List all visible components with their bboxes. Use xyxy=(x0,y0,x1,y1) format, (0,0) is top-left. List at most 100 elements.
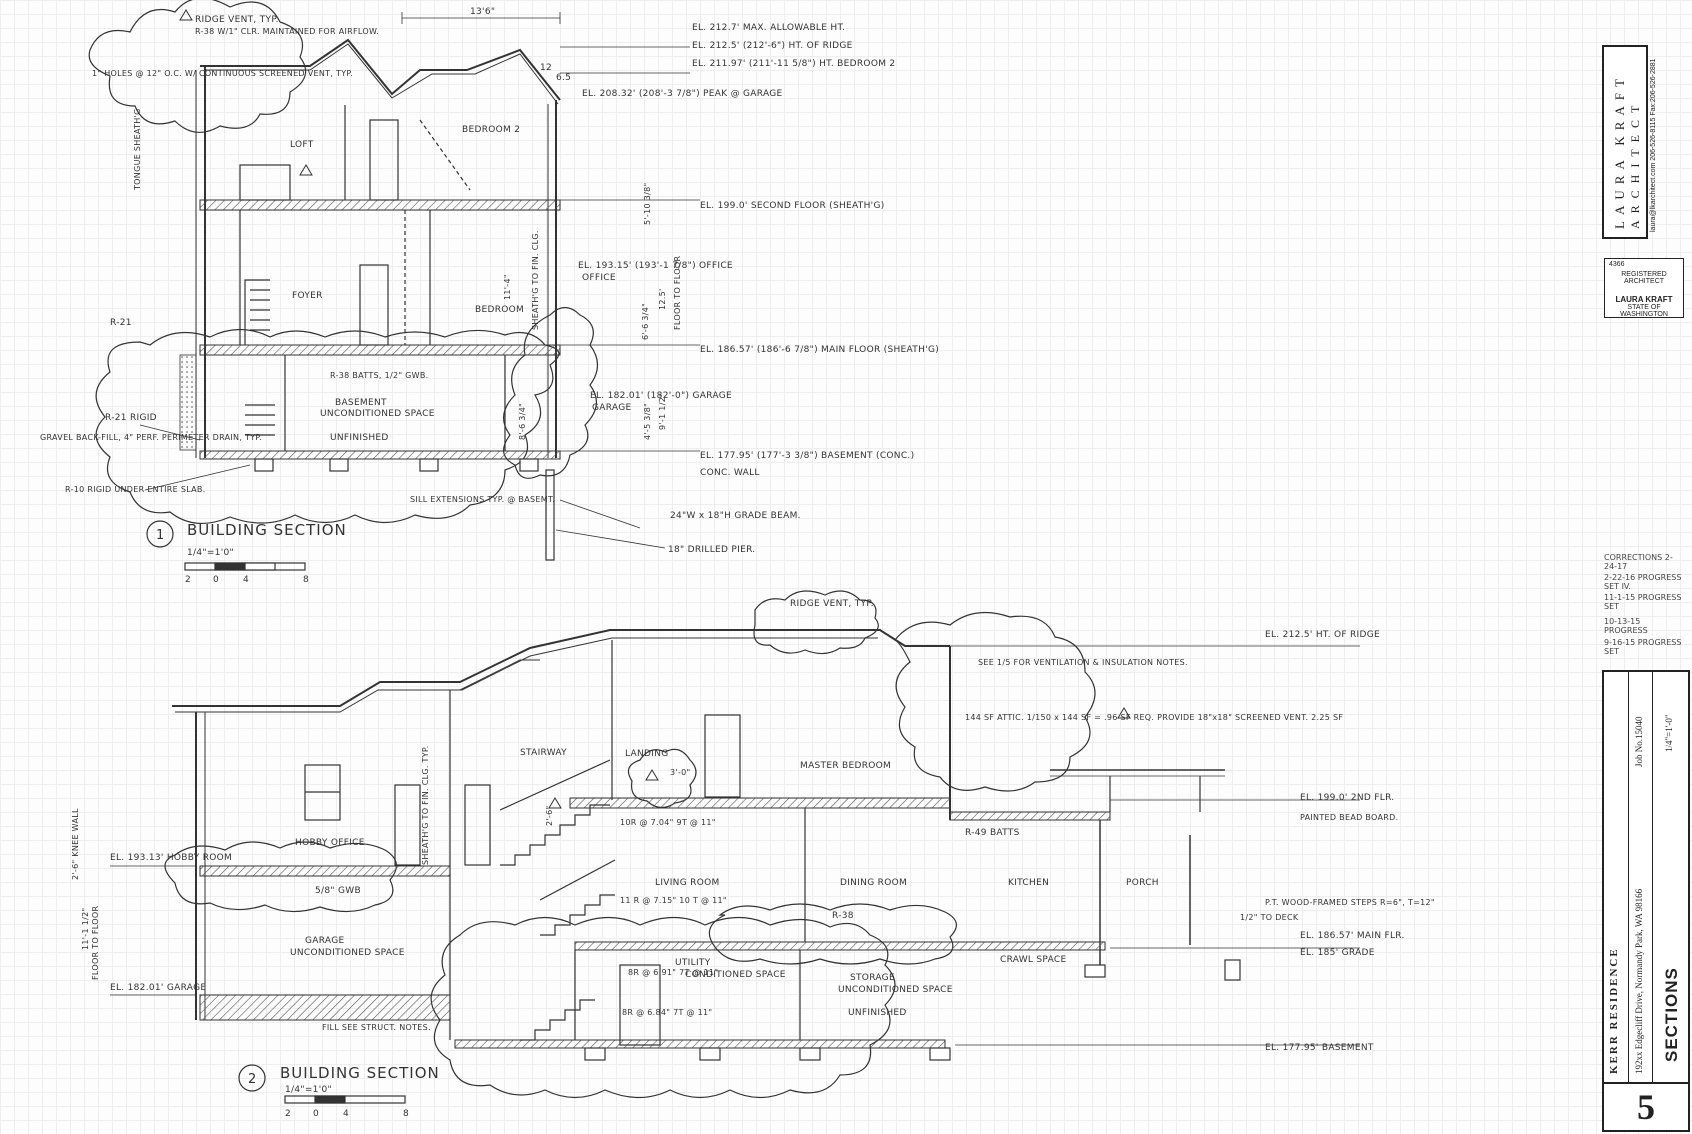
sheet-title: SECTIONS xyxy=(1662,967,1681,1062)
stair-note-2: 11 R @ 7.15" 10 T @ 11" xyxy=(620,896,727,905)
room-label-utility-conditioned: CONDITIONED SPACE xyxy=(685,970,786,980)
project-address: 192xx Edgecliff Drive, Normandy Park, WA… xyxy=(1634,888,1644,1074)
room-label-storage-unconditioned: UNCONDITIONED SPACE xyxy=(838,985,953,995)
project-name: KERR RESIDENCE xyxy=(1608,947,1620,1074)
section-2-number: 2 xyxy=(248,1072,257,1087)
revision-item: 10-13-15 PROGRESS xyxy=(1604,617,1648,635)
room-label-storage: STORAGE xyxy=(850,973,895,983)
warning-triangle-icon xyxy=(645,769,659,781)
revision-item: CORRECTIONS 2-24-17 xyxy=(1604,553,1673,571)
elev-garage-2: EL. 182.01' GARAGE xyxy=(110,983,206,993)
revision-cloud-kitchen xyxy=(708,903,957,965)
section-1-scale: 1/4"=1'0" xyxy=(187,548,234,558)
note-r49: R-49 BATTS xyxy=(965,828,1020,838)
room-label-master: MASTER BEDROOM xyxy=(800,761,891,771)
section-2-scale-2: 4 xyxy=(343,1109,349,1119)
floor-to-floor-label-2: FLOOR TO FLOOR xyxy=(91,906,100,980)
architect-subtitle: ARCHITECT xyxy=(1628,98,1642,229)
room-label-garage-unconditioned: UNCONDITIONED SPACE xyxy=(290,948,405,958)
room-label-living: LIVING ROOM xyxy=(655,878,720,888)
warning-triangle-icon xyxy=(548,797,562,809)
registration-stamp: 4366 REGISTERED ARCHITECT LAURA KRAFT ST… xyxy=(1604,258,1684,318)
sheet-number-box: 5 xyxy=(1602,1082,1690,1132)
note-r38-2: R-38 xyxy=(832,911,854,921)
note-to-deck: 1/2" TO DECK xyxy=(1240,913,1299,922)
height-5-10: 5'-10 3/8" xyxy=(643,183,652,225)
stair-note-3: 8R @ 6.91" 7T @ 11" xyxy=(628,968,718,977)
architect-contact: laura@lkarchitect.com 206-526-8115 Fax:2… xyxy=(1650,58,1657,232)
stair-note-4: 8R @ 6.84" 7T @ 11" xyxy=(622,1008,712,1017)
section-1-scale-2: 4 xyxy=(243,575,249,585)
section-2-scale: 1/4"=1'0" xyxy=(285,1085,332,1095)
note-tongue-sheath: TONGUE SHEATH'G xyxy=(133,108,142,191)
elev-hobby: EL. 193.13' HOBBY ROOM xyxy=(110,853,232,863)
note-holes-vent: 1" HOLES @ 12" O.C. W/ CONTINUOUS SCREEN… xyxy=(92,69,353,78)
section-1-scale-3: 8 xyxy=(303,575,309,585)
elev-grade: EL. 185' GRADE xyxy=(1300,948,1375,958)
project-block: KERR RESIDENCE 192xx Edgecliff Drive, No… xyxy=(1602,670,1690,1084)
height-3-0: 3'-0" xyxy=(670,768,690,777)
note-attic: 144 SF ATTIC. 1/150 x 144 SF = .96 SF RE… xyxy=(965,713,1343,722)
room-label-crawl: CRAWL SPACE xyxy=(1000,955,1066,965)
room-label-landing: LANDING xyxy=(625,749,669,759)
note-ridge-vent-2: RIDGE VENT, TYP. xyxy=(790,599,874,609)
elev-bedroom2: EL. 211.97' (211'-11 5/8") HT. BEDROOM 2 xyxy=(692,59,895,69)
stamp-line-1: REGISTERED ARCHITECT xyxy=(1621,271,1667,285)
note-r10: R-10 RIGID UNDER ENTIRE SLAB. xyxy=(65,485,206,494)
drawing-canvas: 13'6" 12 6.5 LOFT BEDROOM 2 FOYER BEDROO… xyxy=(40,0,1435,1119)
height-8-6: 8'-6 3/4" xyxy=(518,403,527,440)
note-sill: SILL EXTENSIONS TYP. @ BASEMT. xyxy=(410,495,555,504)
title-block: LAURA KRAFT ARCHITECT laura@lkarchitect.… xyxy=(1592,0,1692,1134)
room-label-hobby: HOBBY OFFICE xyxy=(295,838,365,848)
elev-garage-1: EL. 182.01' (182'-0") GARAGE xyxy=(590,391,732,401)
section-1-labels: 13'6" 12 6.5 LOFT BEDROOM 2 FOYER BEDROO… xyxy=(40,7,939,585)
warning-triangle-icon xyxy=(1117,707,1131,719)
elev-second-floor: EL. 199.0' SECOND FLOOR (SHEATH'G) xyxy=(700,201,885,211)
height-2-6: 2'-6" xyxy=(545,806,554,826)
note-r38-airflow: R-38 W/1" CLR. MAINTAINED FOR AIRFLOW. xyxy=(195,27,379,36)
section-1-pitch-rise: 6.5 xyxy=(556,73,571,83)
section-1-pitch-run: 12 xyxy=(540,63,552,73)
elev-second-2: EL. 199.0' 2ND FLR. xyxy=(1300,793,1394,803)
revision-cloud-basement-2 xyxy=(430,916,896,1099)
height-6-6: 6'-6 3/4" xyxy=(641,303,650,340)
stamp-line-3: STATE OF WASHINGTON xyxy=(1620,304,1668,318)
note-r21: R-21 xyxy=(110,318,132,328)
architect-name: LAURA KRAFT xyxy=(1612,73,1627,229)
section-2-scale-1: 0 xyxy=(313,1109,319,1119)
section-2-drawing xyxy=(110,590,1360,1104)
section-1-number: 1 xyxy=(156,528,165,543)
room-label-garage-2: GARAGE xyxy=(305,936,344,946)
section-1-scale-0: 2 xyxy=(185,575,191,585)
note-steps: P.T. WOOD-FRAMED STEPS R=6", T=12" xyxy=(1265,898,1435,907)
revision-cloud-basement xyxy=(95,328,560,525)
room-label-dining: DINING ROOM xyxy=(840,878,907,888)
architect-banner: LAURA KRAFT ARCHITECT xyxy=(1602,45,1648,239)
note-drilled-pier: 18" DRILLED PIER. xyxy=(668,545,755,555)
section-2-labels: STAIRWAY LANDING MASTER BEDROOM HOBBY OF… xyxy=(71,599,1435,1119)
section-1-dimension-top: 13'6" xyxy=(470,7,495,17)
revision-cloud-attic xyxy=(894,611,1096,792)
elev-basement-1: EL. 177.95' (177'-3 3/8") BASEMENT (CONC… xyxy=(700,451,914,461)
room-label-unconditioned: UNCONDITIONED SPACE xyxy=(320,409,435,419)
height-12-5: 12.5' xyxy=(658,288,667,310)
note-gwb: 5/8" GWB xyxy=(315,886,361,896)
note-conc-wall: CONC. WALL xyxy=(700,468,760,478)
note-r38-batts: R-38 BATTS, 1/2" GWB. xyxy=(330,371,429,380)
height-11-1: 11'-1 1/2" xyxy=(81,908,90,950)
section-1-title: BUILDING SECTION xyxy=(187,521,347,539)
note-bead-board: PAINTED BEAD BOARD. xyxy=(1300,813,1398,822)
elev-ridge-2: EL. 212.5' HT. OF RIDGE xyxy=(1265,630,1380,640)
revision-cloud-right xyxy=(503,306,599,479)
revision-item: 9-16-15 PROGRESS SET xyxy=(1604,638,1682,656)
room-label-porch: PORCH xyxy=(1126,878,1159,888)
elev-max-height: EL. 212.7' MAX. ALLOWABLE HT. xyxy=(692,23,845,33)
stamp-number: 4366 xyxy=(1609,261,1625,268)
room-label-stairway: STAIRWAY xyxy=(520,748,567,758)
revision-cloud-landing xyxy=(627,748,697,809)
elev-ridge-1: EL. 212.5' (212'-6") HT. OF RIDGE xyxy=(692,41,853,51)
note-see-ventilation: SEE 1/5 FOR VENTILATION & INSULATION NOT… xyxy=(978,658,1188,667)
note-gravel: GRAVEL BACK-FILL, 4" PERF. PERIMETER DRA… xyxy=(40,433,262,442)
section-1-drawing xyxy=(88,0,700,571)
height-4-5: 4'-5 3/8" xyxy=(643,403,652,440)
